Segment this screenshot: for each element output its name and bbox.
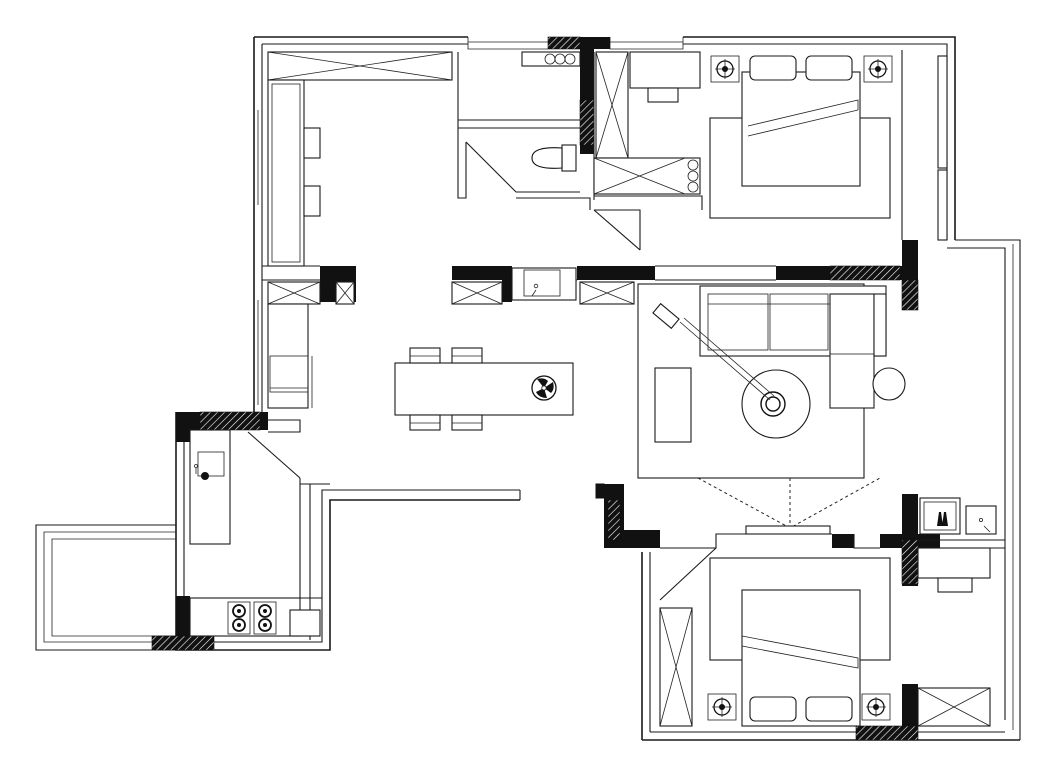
- study-corner: [917, 497, 997, 593]
- toilet-icon: [531, 144, 577, 172]
- living-room: [637, 283, 906, 535]
- dining-table: [394, 347, 574, 431]
- kitchen: [189, 429, 321, 637]
- bathroom: [521, 51, 581, 172]
- lamp-icon: [710, 55, 740, 83]
- lamp-icon: [707, 693, 737, 721]
- bookend-icon: [937, 512, 948, 526]
- stove-icon: [227, 601, 277, 635]
- upper-left-cabinets: [267, 51, 453, 267]
- structural-columns: [151, 36, 940, 741]
- shoe-cabinet: [267, 303, 313, 409]
- lamp-icon: [861, 693, 891, 721]
- wash-basin-hall: [511, 267, 577, 301]
- second-bedroom: [659, 557, 991, 727]
- exterior-walls: [35, 36, 1021, 741]
- lamp-icon: [863, 55, 893, 83]
- centerpiece-icon: [531, 375, 557, 401]
- master-bedroom: [593, 51, 948, 241]
- hall-storage: [267, 281, 635, 305]
